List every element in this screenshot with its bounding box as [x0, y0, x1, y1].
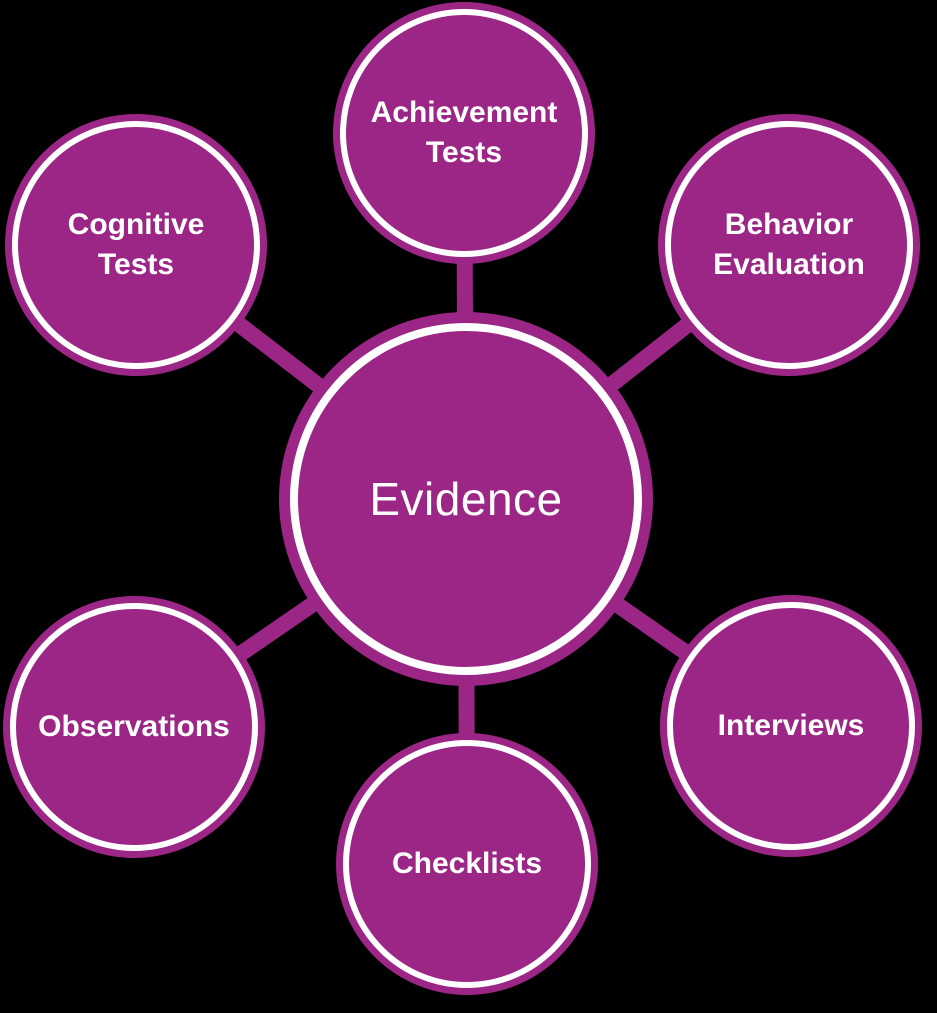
node-label-cognitive-tests-line2: Tests	[97, 248, 175, 281]
node-label-behavior-evaluation-line2: Evaluation	[713, 248, 865, 281]
node-label-cognitive-tests-line1: Cognitive	[67, 207, 205, 241]
node-label-evidence: Evidence	[353, 472, 578, 526]
node-label-interviews-line1: Interviews	[717, 708, 865, 742]
node-evidence: Evidence	[279, 312, 653, 686]
node-label-observations: Observations	[22, 707, 246, 748]
node-behavior-evaluation: Behavior Evaluation	[658, 114, 920, 376]
node-label-checklists-line1: Checklists	[391, 846, 543, 880]
node-label-behavior-evaluation-line1: Behavior	[724, 207, 854, 241]
node-achievement-tests: Achievement Tests	[333, 2, 595, 264]
node-label-achievement-tests-line2: Tests	[425, 136, 503, 169]
node-label-behavior-evaluation: Behavior Evaluation	[697, 205, 881, 286]
node-observations: Observations	[3, 596, 265, 858]
node-interviews: Interviews	[660, 595, 922, 857]
node-label-evidence-text: Evidence	[369, 473, 563, 525]
node-label-achievement-tests: Achievement Tests	[355, 93, 574, 174]
node-label-checklists: Checklists	[376, 844, 558, 885]
node-checklists: Checklists	[336, 733, 598, 995]
node-label-cognitive-tests: Cognitive Tests	[52, 205, 221, 286]
node-cognitive-tests: Cognitive Tests	[5, 114, 267, 376]
node-label-interviews: Interviews	[702, 706, 881, 747]
node-label-observations-line1: Observations	[38, 709, 230, 743]
node-label-achievement-tests-line1: Achievement	[370, 95, 558, 129]
